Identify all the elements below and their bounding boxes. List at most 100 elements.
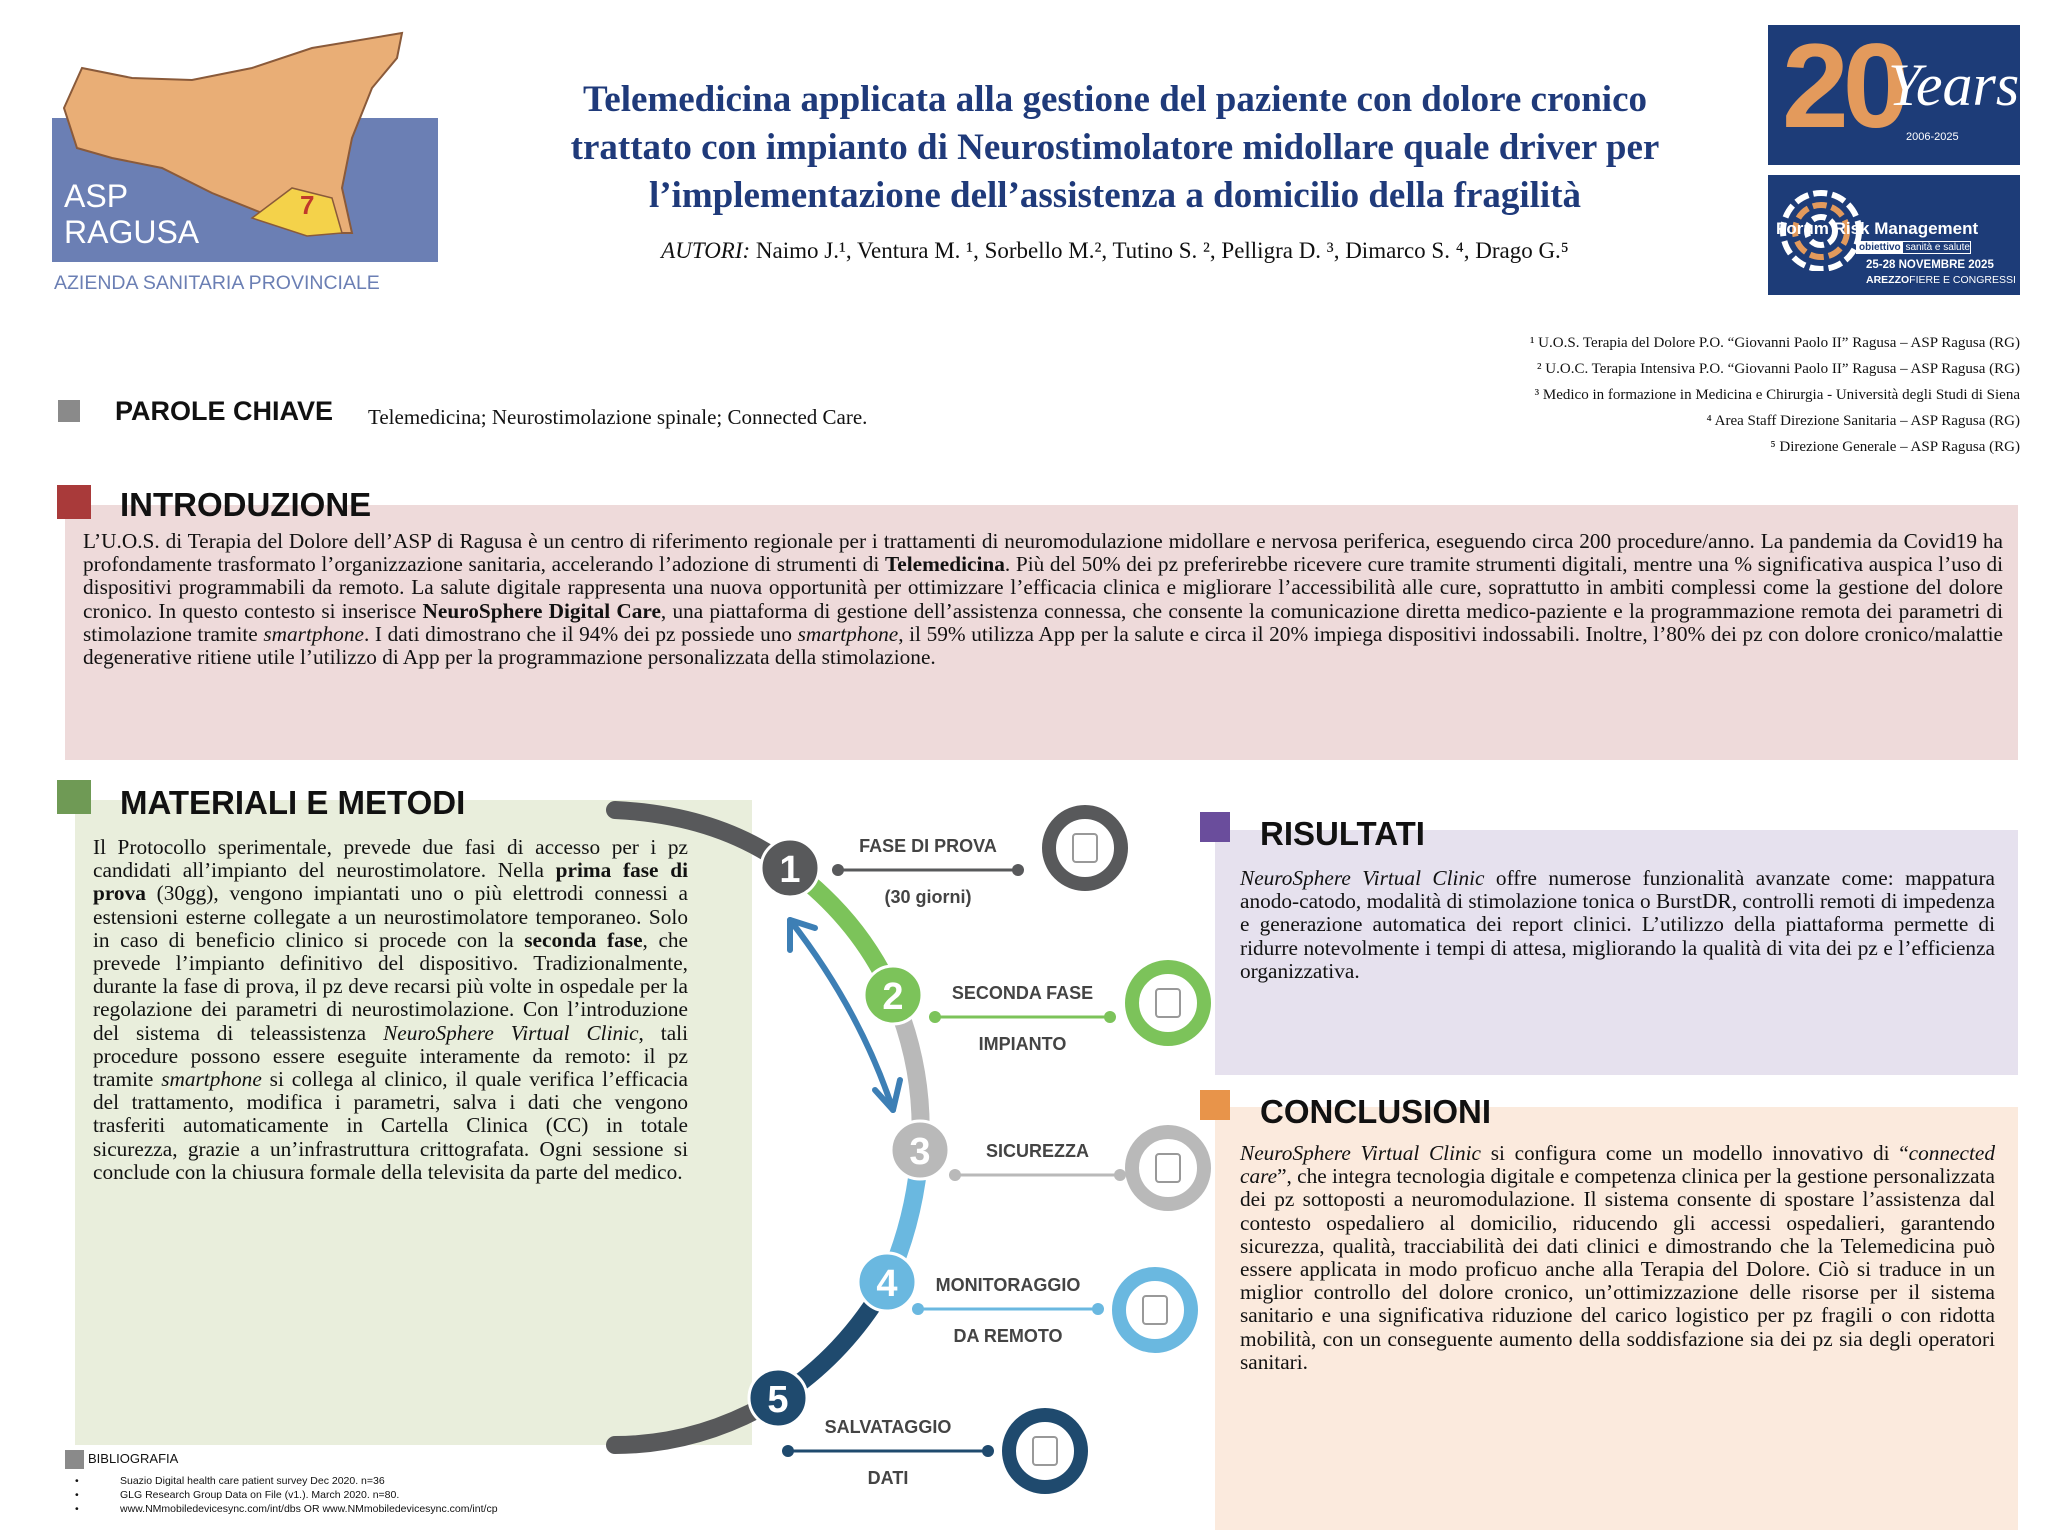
asp-ragusa-logo: 7 ASP RAGUSA AZIENDA SANITARIA PROVINCIA… bbox=[52, 28, 442, 298]
conclusions-heading: CONCLUSIONI bbox=[1260, 1093, 1491, 1130]
connector-dot bbox=[832, 864, 844, 876]
step-sublabel: IMPIANTO bbox=[979, 1034, 1067, 1054]
step-3: 3 SICUREZZA bbox=[889, 1119, 1211, 1211]
forum-name: Forum Risk Management bbox=[1776, 219, 1979, 238]
years-range: 2006-2025 bbox=[1906, 131, 1959, 143]
step-sublabel: (30 giorni) bbox=[884, 887, 971, 907]
intro-heading: INTRODUZIONE bbox=[120, 486, 372, 523]
connector-dot bbox=[982, 1445, 994, 1457]
conclusions-text: NeuroSphere Virtual Clinic si configura … bbox=[1240, 1141, 1995, 1374]
connector-dot bbox=[949, 1169, 961, 1181]
step-label: FASE DI PROVA bbox=[859, 836, 997, 856]
double-arrow-icon bbox=[787, 917, 903, 1113]
affiliations: ¹ U.O.S. Terapia del Dolore P.O. “Giovan… bbox=[1530, 330, 2020, 460]
intro-text-part: . I dati dimostrano che il 94% dei pz po… bbox=[363, 621, 798, 646]
title-line: Telemedicina applicata alla gestione del… bbox=[582, 79, 1648, 120]
connector-dot bbox=[912, 1303, 924, 1315]
methods-heading: MATERIALI E METODI bbox=[120, 784, 466, 821]
padlock-icon bbox=[1125, 1125, 1211, 1211]
intro-box bbox=[65, 505, 2018, 760]
years-script: Years bbox=[1888, 52, 2020, 118]
step-number-circle bbox=[862, 964, 924, 1026]
forum-arcs-icon bbox=[1780, 190, 1862, 271]
step-number: 1 bbox=[779, 849, 800, 891]
keywords-text: Telemedicina; Neurostimolazione spinale;… bbox=[368, 405, 868, 429]
clipboard-chart-icon bbox=[1125, 960, 1211, 1046]
forum-tag2: sanità e salute bbox=[1905, 242, 1970, 253]
bibliography-text: Suazio Digital health care patient surve… bbox=[120, 1475, 385, 1487]
methods-text-part: Il Protocollo sperimentale, prevede due … bbox=[93, 835, 688, 883]
title-line: trattato con impianto di Neurostimolator… bbox=[570, 127, 1660, 168]
forum-tag1: obiettivo bbox=[1857, 242, 1903, 253]
methods-text-part: si collega al clinico, il quale verifica… bbox=[93, 1067, 688, 1184]
connector-dot bbox=[1104, 1011, 1116, 1023]
step-sublabel: DATI bbox=[868, 1468, 909, 1488]
intro-text-part: , il 59% utilizza App per la salute e ci… bbox=[83, 621, 2003, 670]
logo-line1: ASP bbox=[64, 178, 129, 214]
title-line: l’implementazione dell’assistenza a domi… bbox=[648, 175, 1582, 216]
bibliography-marker bbox=[65, 1450, 84, 1469]
sliders-icon bbox=[1112, 1267, 1198, 1353]
connector-dot bbox=[782, 1445, 794, 1457]
results-text: NeuroSphere Virtual Clinic offre numeros… bbox=[1240, 866, 1995, 983]
forum-tag: obiettivo sanità e salute bbox=[1856, 241, 1971, 254]
step-number: 2 bbox=[882, 976, 903, 1018]
keywords-marker bbox=[58, 400, 80, 422]
bibliography-heading: BIBLIOGRAFIA bbox=[88, 1451, 179, 1466]
intro-text-part: . Più del 50% dei pz preferirebbe riceve… bbox=[83, 552, 2004, 623]
step-1: 1 FASE DI PROVA (30 giorni) bbox=[759, 805, 1128, 907]
forum-risk-management-logo: Forum Risk Management obiettivo sanità e… bbox=[1768, 175, 2020, 295]
methods-text-part: , che prevede l’impianto definitivo del … bbox=[93, 927, 689, 1045]
methods-text: Il Protocollo sperimentale, prevede due … bbox=[93, 835, 689, 1184]
results-marker bbox=[1200, 812, 1230, 842]
step-number: 5 bbox=[767, 1379, 788, 1421]
intro-marker bbox=[57, 485, 91, 519]
conclusions-marker bbox=[1200, 1090, 1230, 1120]
connector-dot bbox=[1114, 1169, 1126, 1181]
affiliation: ³ Medico in formazione in Medicina e Chi… bbox=[1534, 387, 2020, 403]
connector-dot bbox=[1092, 1303, 1104, 1315]
authors-list: Naimo J.¹, Ventura M. ¹, Sorbello M.², T… bbox=[750, 238, 1569, 263]
conclusions-text-part: si configura come un modello innovativo … bbox=[1481, 1141, 1909, 1165]
intro-text: L’U.O.S. di Terapia del Dolore dell’ASP … bbox=[83, 529, 2004, 670]
forum-venue2: FIERE E CONGRESSI bbox=[1909, 274, 2016, 286]
methods-text-bold: seconda fase bbox=[524, 927, 643, 952]
methods-text-bold: prima fase di prova bbox=[93, 858, 688, 906]
results-text-italic: NeuroSphere Virtual Clinic bbox=[1240, 866, 1485, 890]
intro-text-bold: Telemedicina bbox=[885, 552, 1005, 577]
step-number-circle bbox=[856, 1251, 918, 1313]
authors-label: AUTORI: bbox=[661, 238, 751, 263]
conclusions-box bbox=[1215, 1107, 2018, 1530]
step-label: SICUREZZA bbox=[986, 1141, 1089, 1161]
logo-line2: RAGUSA bbox=[64, 214, 200, 250]
years-number: 20 bbox=[1782, 19, 1910, 153]
bibliography-item: •GLG Research Group Data on File (v1.). … bbox=[75, 1489, 400, 1501]
forum-dates: 25-28 NOVEMBRE 2025 bbox=[1866, 259, 1994, 271]
logo-district: 7 bbox=[300, 190, 315, 220]
results-heading: RISULTATI bbox=[1260, 815, 1425, 852]
20-years-logo: 20 Years 2006-2025 bbox=[1768, 19, 2020, 165]
affiliation: ⁴ Area Staff Direzione Sanitaria – ASP R… bbox=[1706, 413, 2021, 429]
step-2: 2 SECONDA FASE IMPIANTO bbox=[862, 960, 1211, 1054]
sicily-map-icon bbox=[62, 31, 404, 237]
methods-text-part: , tali procedure possono essere eseguite… bbox=[93, 1020, 688, 1092]
results-text-part: offre numerose funzionalità avanzate com… bbox=[1240, 866, 1995, 983]
affiliation: ⁵ Direzione Generale – ASP Ragusa (RG) bbox=[1770, 439, 2020, 455]
affiliation: ² U.O.C. Terapia Intensiva P.O. “Giovann… bbox=[1537, 361, 2020, 377]
step-number-circle bbox=[747, 1367, 809, 1429]
bibliography-text: GLG Research Group Data on File (v1.). M… bbox=[120, 1489, 400, 1501]
conclusions-text-italic: connected care bbox=[1240, 1141, 1995, 1189]
step-number-circle bbox=[889, 1119, 951, 1181]
affiliation: ¹ U.O.S. Terapia del Dolore P.O. “Giovan… bbox=[1529, 335, 2020, 351]
connector-dot bbox=[1012, 864, 1024, 876]
intro-text-part: L’U.O.S. di Terapia del Dolore dell’ASP … bbox=[83, 529, 2003, 577]
step-sublabel: DA REMOTO bbox=[953, 1326, 1062, 1346]
step-number-circle bbox=[759, 837, 821, 899]
step-label: SECONDA FASE bbox=[952, 983, 1093, 1003]
step-number: 3 bbox=[909, 1131, 930, 1173]
forum-venue1: AREZZO bbox=[1866, 274, 1910, 286]
methods-box bbox=[75, 800, 752, 1445]
